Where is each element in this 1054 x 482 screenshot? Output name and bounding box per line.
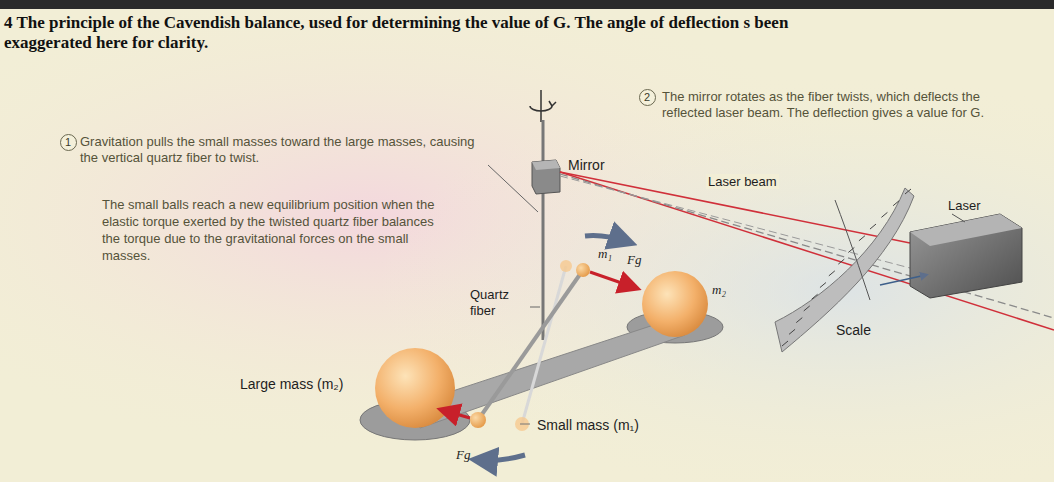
callout-text: The mirror rotates as the fiber twists, …	[662, 89, 1014, 121]
rotation-symbol	[530, 90, 556, 122]
part-label: Small mass (m₁)	[537, 417, 639, 433]
part-label: Laser	[948, 198, 981, 213]
callout-digit: 2	[644, 92, 650, 103]
part-label: Mirror	[568, 157, 605, 173]
scale	[775, 188, 914, 352]
quartz-fiber	[542, 120, 545, 340]
mirror	[532, 160, 560, 194]
part-label: Laser beam	[706, 174, 779, 189]
leader-line	[530, 307, 540, 308]
small-mass-initial	[515, 417, 529, 431]
rotation-arrow	[478, 455, 525, 460]
large-mass	[642, 271, 708, 337]
rotation-arrow	[585, 236, 628, 242]
part-label: Large mass (m₂)	[240, 376, 343, 392]
callout-text: Gravitation pulls the small masses towar…	[80, 134, 490, 166]
small-mass	[470, 412, 486, 428]
callout-number: 1	[60, 134, 77, 151]
figure-title: 4 The principle of the Cavendish balance…	[4, 13, 879, 53]
callout-digit: 1	[65, 137, 71, 148]
small-mass-initial	[560, 260, 572, 272]
small-mass	[576, 263, 590, 277]
force-label: Fg	[627, 252, 641, 268]
deflection-arrow	[880, 275, 926, 285]
force-arrow	[590, 272, 636, 288]
force-label: Fg	[456, 447, 470, 463]
leader-line	[488, 165, 538, 212]
large-mass	[375, 348, 455, 428]
part-label: Scale	[836, 322, 871, 338]
leader-line	[520, 424, 530, 425]
symbol-label: m₂	[712, 282, 726, 298]
force-arrow	[442, 410, 470, 418]
callout-text: The small balls reach a new equilibrium …	[102, 196, 452, 264]
part-label: Quartz fiber	[470, 287, 528, 319]
symbol-label: m₁	[598, 246, 612, 262]
leader-line	[835, 200, 870, 300]
callout-number: 2	[639, 89, 656, 106]
laser	[910, 214, 1022, 298]
